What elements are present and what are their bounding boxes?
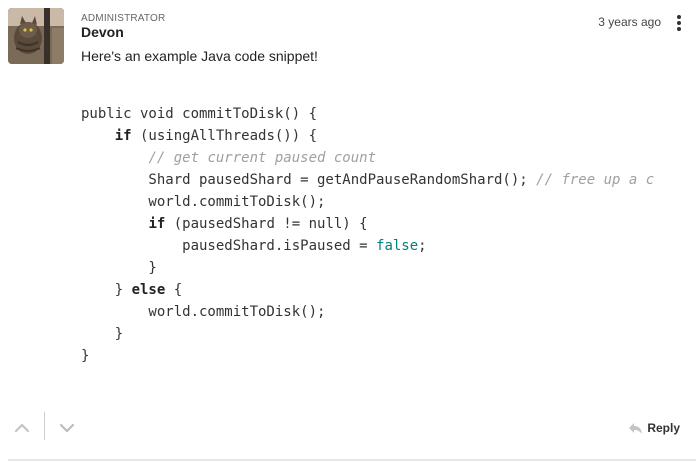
code-token: } [81,348,90,364]
code-line: if (usingAllThreads()) { [81,125,655,147]
vote-divider [44,412,45,440]
code-line: world.commitToDisk(); [81,191,655,213]
code-literal: false [376,238,419,254]
code-token: } [81,326,124,342]
avatar[interactable] [8,8,64,64]
comment-divider [8,459,696,461]
downvote-button[interactable] [57,418,77,438]
code-keyword: if [148,216,166,232]
upvote-button[interactable] [12,418,32,438]
code-line: pausedShard.isPaused = false; [81,235,655,257]
reply-button[interactable]: Reply [627,421,680,435]
code-line: } [81,257,655,279]
code-token: } [81,260,157,276]
code-line: Shard pausedShard = getAndPauseRandomSha… [81,169,655,191]
code-token: } [81,282,132,298]
code-token: pausedShard.isPaused = [81,238,377,254]
reply-arrow-icon [629,423,643,434]
author-role: ADMINISTRATOR [81,13,166,24]
code-comment: // get current paused count [148,150,377,166]
code-token [81,128,115,144]
code-token: { [165,282,183,298]
chevron-up-icon [14,423,30,433]
code-line: world.commitToDisk(); [81,301,655,323]
code-token: world.commitToDisk(); [81,304,326,320]
code-line: if (pausedShard != null) { [81,213,655,235]
code-token [81,216,148,232]
code-line: } [81,323,655,345]
code-token: world.commitToDisk(); [81,194,326,210]
code-token: ; [418,238,427,254]
author-name[interactable]: Devon [81,24,124,40]
code-token [81,150,148,166]
code-keyword: if [114,128,132,144]
code-comment: // free up a c [536,172,655,188]
comment-text: Here's an example Java code snippet! [81,48,318,64]
code-line: // get current paused count [81,147,655,169]
code-block: public void commitToDisk() { if (usingAl… [81,103,655,367]
code-line: } [81,345,655,367]
chevron-down-icon [59,423,75,433]
comment-timestamp[interactable]: 3 years ago [598,15,661,29]
code-keyword: else [131,282,166,298]
code-token: Shard pausedShard = getAndPauseRandomSha… [81,172,537,188]
code-line: public void commitToDisk() { [81,103,655,125]
reply-label: Reply [647,421,680,435]
cat-avatar-image [8,8,64,64]
code-line: } else { [81,279,655,301]
more-vertical-icon[interactable] [675,13,683,33]
code-token: (pausedShard != null) { [165,216,368,232]
code-token: public void commitToDisk() { [81,106,318,122]
code-token: (usingAllThreads()) { [131,128,318,144]
